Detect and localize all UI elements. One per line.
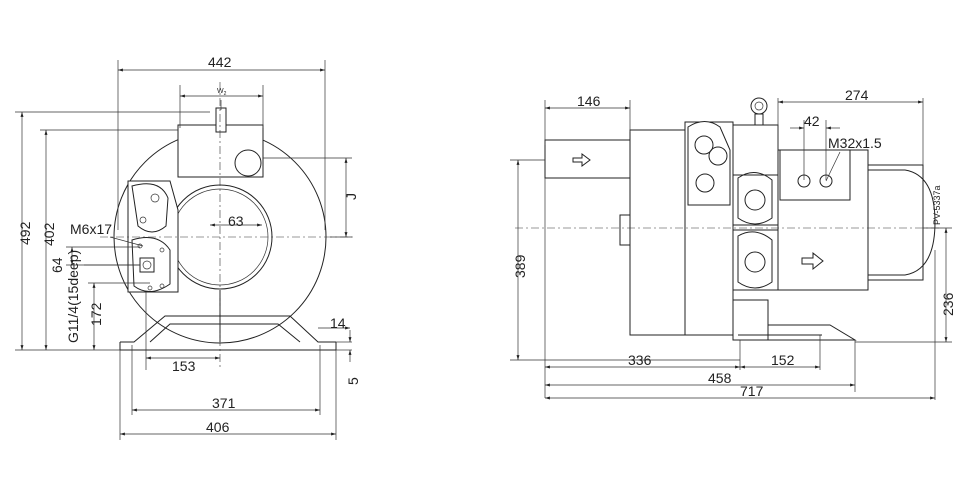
top-nozzle xyxy=(215,107,227,133)
port-cap-upper xyxy=(131,183,169,233)
inlet-arrow xyxy=(572,153,591,167)
dim-389: 389 xyxy=(512,254,528,278)
dim-153: 153 xyxy=(172,358,196,374)
dim-63: 63 xyxy=(228,213,244,229)
foot-block xyxy=(732,299,769,341)
side-port-cap-upper xyxy=(737,172,773,225)
motor-fan-cover xyxy=(867,164,924,281)
top-cover xyxy=(177,124,264,178)
blower-housing xyxy=(629,129,686,336)
lifting-eye xyxy=(750,97,768,115)
drawing-code: PV-5337a xyxy=(932,185,942,225)
dim-5: 5 xyxy=(345,377,361,385)
label-g114: G11/4(15deep) xyxy=(65,250,81,343)
label-m6x17: M6x17 xyxy=(70,221,112,237)
upper-port-block xyxy=(687,121,731,206)
side-view: PV-5337a 146 274 42 M32x1.5 389 236 xyxy=(510,87,956,400)
label-m32: M32x1.5 xyxy=(828,135,882,151)
fan-cover-end xyxy=(868,169,936,276)
front-view: 442 W2 J 492 402 63 M6x17 64 G11/4(15dee xyxy=(15,54,361,440)
dim-492: 492 xyxy=(17,221,33,245)
port-cap-lower xyxy=(131,237,171,292)
inlet-pipe xyxy=(544,139,631,179)
dim-42: 42 xyxy=(804,113,820,129)
dim-458: 458 xyxy=(708,370,732,386)
dim-406: 406 xyxy=(206,419,230,435)
dim-402: 402 xyxy=(41,222,57,246)
side-port-cap-lower xyxy=(737,231,773,289)
dim-146: 146 xyxy=(577,93,601,109)
dim-j: J xyxy=(343,193,359,200)
dim-14: 14 xyxy=(330,315,346,331)
terminal-box xyxy=(779,149,851,201)
base-feet xyxy=(120,315,336,343)
dim-172: 172 xyxy=(88,302,104,326)
dim-274: 274 xyxy=(845,87,869,103)
dim-236: 236 xyxy=(940,292,956,316)
dim-442: 442 xyxy=(208,54,232,70)
dim-64: 64 xyxy=(49,257,65,273)
dim-152: 152 xyxy=(771,352,795,368)
cover-port xyxy=(234,149,262,177)
dim-336: 336 xyxy=(628,352,652,368)
dim-w2: W2 xyxy=(217,88,227,97)
dim-717: 717 xyxy=(740,383,764,399)
outlet-arrow xyxy=(801,251,824,271)
dim-371: 371 xyxy=(212,395,236,411)
